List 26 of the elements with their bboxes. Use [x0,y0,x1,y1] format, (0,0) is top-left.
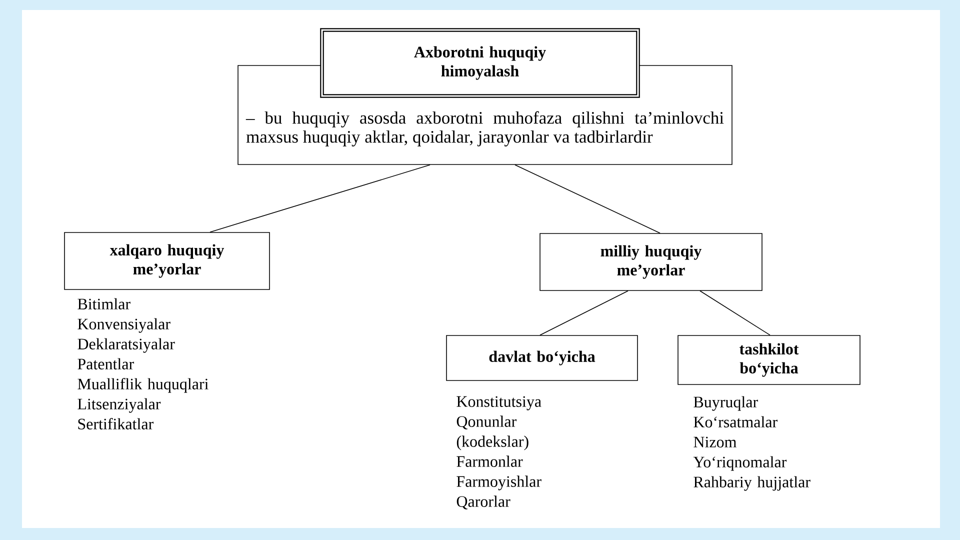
list-item: Yo‘riqnomalar [693,456,787,471]
category-box: tashkilot bo‘yicha [678,335,860,385]
connector-line [700,290,770,336]
category-box: davlat bo‘yicha [446,335,638,381]
category-box: xalqaro huquqiy me’yorlar [64,232,270,290]
list-item: Konvensiyalar [78,318,170,333]
list-item: Deklaratsiyalar [78,338,175,353]
list-item: Bitimlar [78,298,130,310]
list-item: Konstitutsiya [456,396,542,410]
list-item: Farmonlar [456,456,523,467]
list-item: Rahbariy hujjatlar [694,476,810,491]
list-item: Farmoyishlar [456,476,542,490]
list-item: Buyruqlar [694,396,758,411]
list-item: Qonunlar (kodekslar) [456,416,528,450]
list-item: Qarorlar [456,496,510,510]
list-item: Patentlar [78,358,134,370]
title-box: Axborotni huquqiy himoyalash [320,28,640,98]
list-item: Nizom [694,436,736,448]
list-item: Ko‘rsatmalar [694,416,778,428]
list-item: Mualliflik huquqlari [78,378,208,393]
list-item: Litsenziyalar [78,398,161,413]
connector-line [540,290,628,336]
connector-line [210,164,430,232]
list-item: Sertifikatlar [78,418,154,430]
category-box: milliy huquqiy me’yorlar [540,233,762,291]
connector-line [514,164,660,234]
